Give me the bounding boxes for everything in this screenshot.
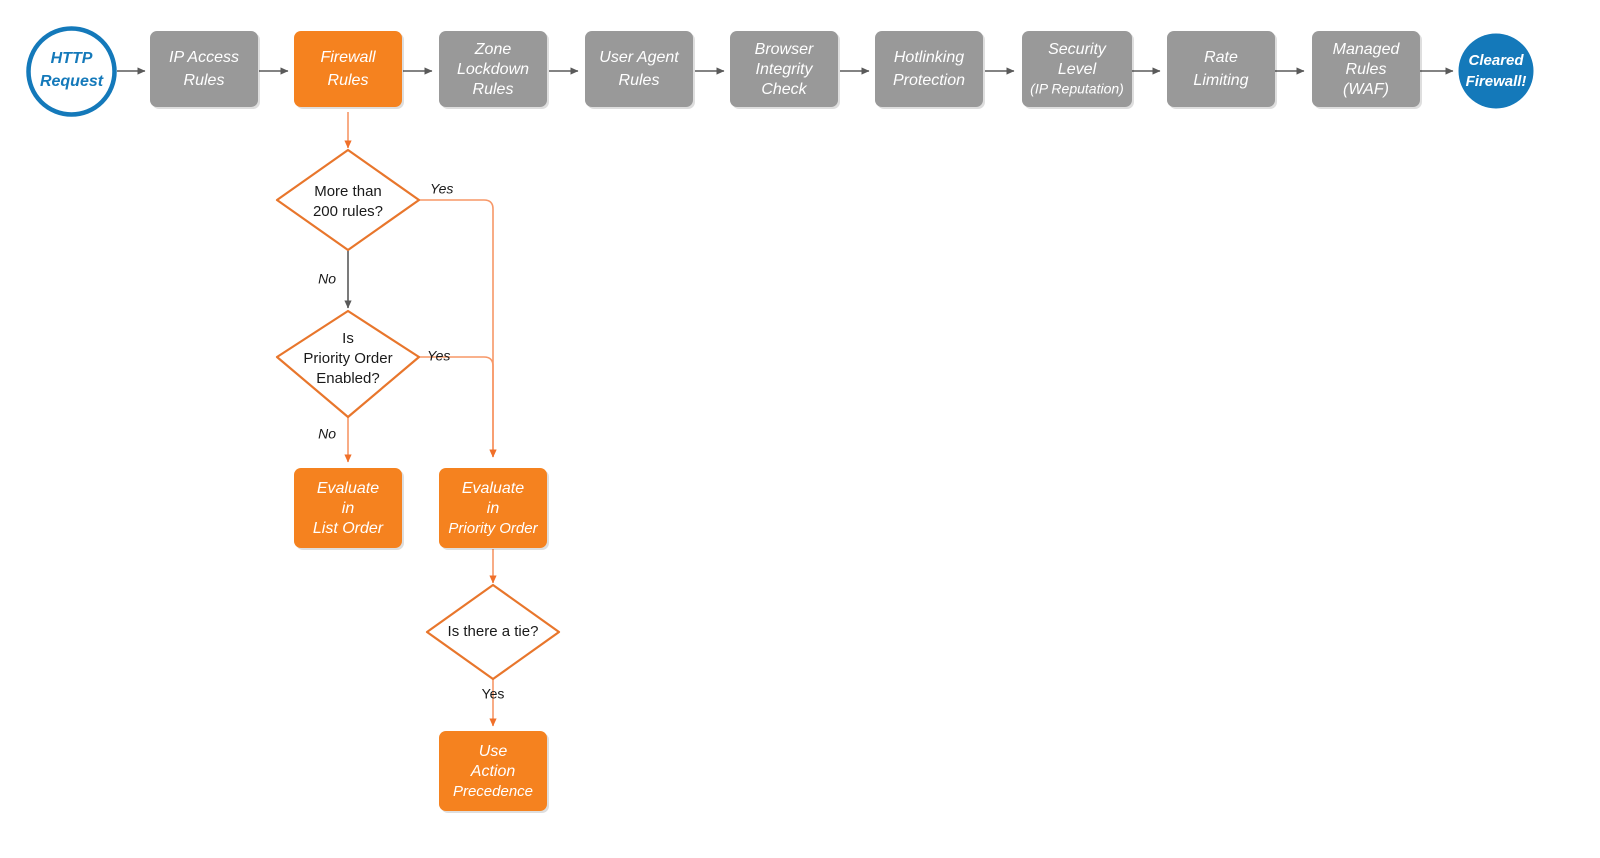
browser-integrity-check-label-line-1: Browser — [755, 41, 814, 58]
is-priority-order-enabled-diamond — [275, 309, 421, 419]
node-managed-rules-waf[interactable]: Managed Rules (WAF) — [1312, 31, 1422, 109]
zone-lockdown-rules-label-line-2: Lockdown — [457, 61, 529, 78]
is-priority-order-enabled-label-line-2: Priority Order — [303, 350, 392, 367]
security-level-label-line-3: (IP Reputation) — [1030, 81, 1124, 97]
http-request-circle — [26, 26, 117, 117]
is-there-a-tie-label: Is there a tie? — [448, 623, 539, 640]
more-than-200-rules-label-line-1: More than — [314, 183, 382, 200]
evaluate-list-order-label-line-1: Evaluate — [317, 480, 379, 497]
user-agent-rules-label-line-2: Rules — [619, 72, 660, 89]
node-hotlinking-protection[interactable]: Hotlinking Protection — [875, 31, 985, 109]
http-request-label-line-1: HTTP — [51, 50, 93, 67]
firewall-rules-box — [294, 31, 402, 107]
edge-label-200rules-yes: Yes — [430, 181, 453, 197]
zone-lockdown-rules-label-line-1: Zone — [474, 41, 512, 58]
ip-access-rules-label-line-1: IP Access — [169, 49, 239, 66]
evaluate-priority-order-box — [439, 468, 547, 548]
node-firewall-rules[interactable]: Firewall Rules — [294, 31, 404, 109]
browser-integrity-check-box — [730, 31, 838, 107]
ip-access-rules-box — [150, 31, 258, 107]
node-zone-lockdown-rules[interactable]: Zone Lockdown Rules — [439, 31, 549, 109]
firewall-rules-label-line-1: Firewall — [320, 49, 376, 66]
edge-label-200rules-no: No — [318, 271, 336, 287]
decision-is-priority-order-enabled[interactable]: Is Priority Order Enabled? — [275, 309, 421, 419]
rate-limiting-label-line-1: Rate — [1204, 49, 1238, 66]
is-priority-order-enabled-label-line-3: Enabled? — [316, 370, 379, 387]
use-action-precedence-label-line-2: Action — [470, 763, 516, 780]
edge-label-priority-order-yes: Yes — [427, 348, 450, 364]
use-action-precedence-label-line-3: Precedence — [453, 783, 533, 800]
managed-rules-waf-label-line-2: Rules — [1346, 61, 1387, 78]
node-ip-access-rules[interactable]: IP Access Rules — [150, 31, 260, 109]
more-than-200-rules-label-line-2: 200 rules? — [313, 203, 383, 220]
user-agent-rules-box — [585, 31, 693, 107]
decision-more-than-200-rules[interactable]: More than 200 rules? — [275, 148, 421, 252]
node-browser-integrity-check[interactable]: Browser Integrity Check — [730, 31, 840, 109]
branch-connectors — [344, 112, 497, 727]
hotlinking-protection-box — [875, 31, 983, 107]
edge-decision-200rules-yes — [418, 199, 497, 458]
zone-lockdown-rules-box — [439, 31, 547, 107]
node-cleared-firewall[interactable]: Cleared Firewall! — [1458, 33, 1534, 109]
node-evaluate-list-order[interactable]: Evaluate in List Order — [294, 468, 404, 550]
node-evaluate-priority-order[interactable]: Evaluate in Priority Order — [439, 468, 549, 550]
security-level-label-line-1: Security — [1048, 41, 1107, 58]
node-http-request[interactable]: HTTP Request — [26, 26, 117, 117]
decision-is-there-a-tie[interactable]: Is there a tie? — [425, 583, 561, 681]
node-security-level[interactable]: Security Level (IP Reputation) — [1022, 31, 1134, 109]
security-level-box — [1022, 31, 1132, 107]
is-priority-order-enabled-label-line-1: Is — [342, 330, 354, 347]
zone-lockdown-rules-label-line-3: Rules — [473, 81, 514, 98]
edge-label-priority-order-no: No — [318, 426, 336, 442]
browser-integrity-check-label-line-2: Integrity — [756, 61, 814, 78]
managed-rules-waf-box — [1312, 31, 1420, 107]
user-agent-rules-label-line-1: User Agent — [599, 49, 679, 66]
browser-integrity-check-label-line-3: Check — [761, 81, 807, 98]
cleared-firewall-label-line-1: Cleared — [1468, 52, 1524, 69]
node-use-action-precedence[interactable]: Use Action Precedence — [439, 731, 549, 813]
hotlinking-protection-label-line-1: Hotlinking — [894, 49, 964, 66]
edge-decision-priority-yes — [418, 356, 497, 458]
node-user-agent-rules[interactable]: User Agent Rules — [585, 31, 695, 109]
node-rate-limiting[interactable]: Rate Limiting — [1167, 31, 1277, 109]
security-level-label-line-2: Level — [1058, 61, 1097, 78]
evaluate-priority-order-label-line-3: Priority Order — [448, 520, 538, 537]
evaluate-priority-order-label-line-1: Evaluate — [462, 480, 524, 497]
rate-limiting-box — [1167, 31, 1275, 107]
http-request-label-line-2: Request — [40, 73, 104, 90]
evaluate-list-order-label-line-3: List Order — [313, 520, 384, 537]
edge-label-tie-yes: Yes — [482, 686, 505, 702]
cleared-firewall-label-line-2: Firewall! — [1466, 73, 1527, 90]
ip-access-rules-label-line-2: Rules — [184, 72, 225, 89]
cleared-firewall-circle — [1458, 33, 1534, 109]
managed-rules-waf-label-line-3: (WAF) — [1343, 81, 1389, 98]
rate-limiting-label-line-2: Limiting — [1193, 72, 1248, 89]
managed-rules-waf-label-line-1: Managed — [1333, 41, 1401, 58]
evaluate-list-order-box — [294, 468, 402, 548]
is-there-a-tie-diamond — [425, 583, 561, 681]
evaluate-priority-order-label-line-2: in — [487, 500, 500, 517]
more-than-200-rules-diamond — [275, 148, 421, 252]
hotlinking-protection-label-line-2: Protection — [893, 72, 965, 89]
evaluate-list-order-label-line-2: in — [342, 500, 355, 517]
firewall-rules-label-line-2: Rules — [328, 72, 369, 89]
use-action-precedence-label-line-1: Use — [479, 743, 508, 760]
use-action-precedence-box — [439, 731, 547, 811]
